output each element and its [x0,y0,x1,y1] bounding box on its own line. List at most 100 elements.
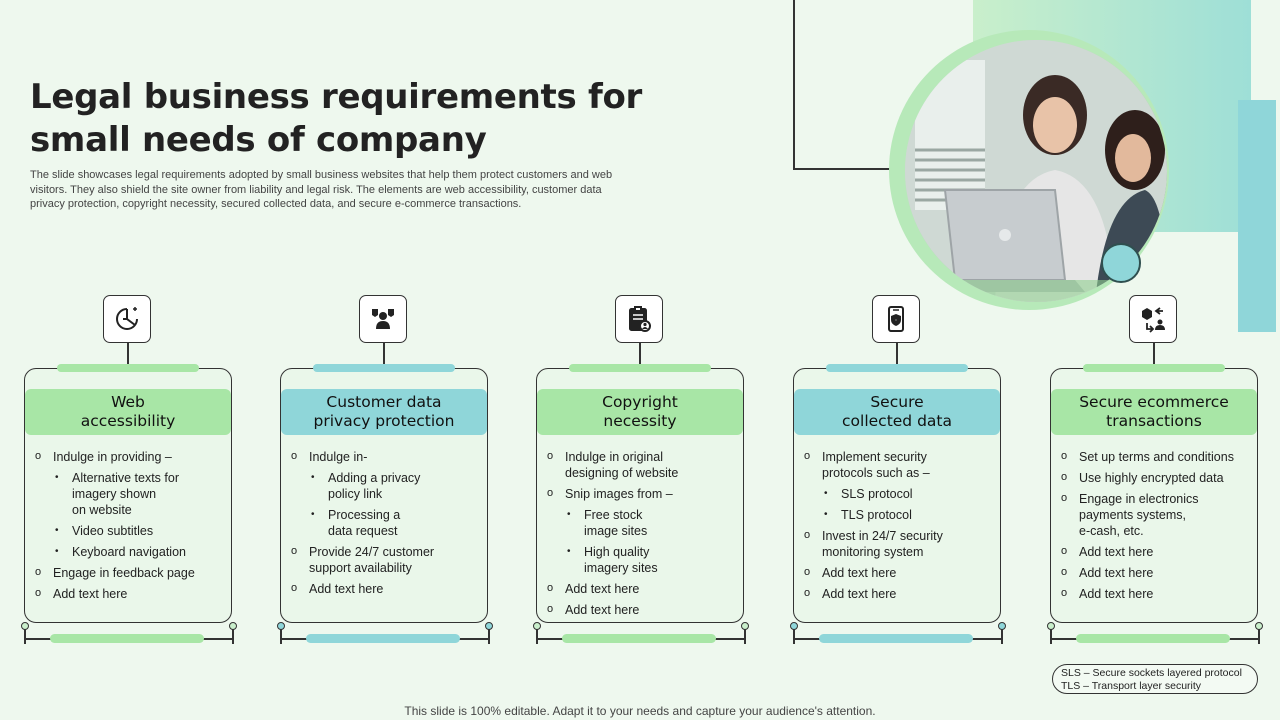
list-item: Engage in feedback page [35,564,225,581]
list-item: Add text here [804,585,994,602]
card-top-accent [569,364,711,372]
baseline-tick [232,626,234,644]
heading-line: Secure ecommerce [1079,393,1229,411]
title-line-1: Legal business requirements for [30,77,642,117]
baseline-dot [533,622,541,630]
card-bottom-accent [562,634,716,643]
card-bottom-accent [50,634,204,643]
heading-line: Customer data [326,393,442,411]
connector-line [1153,343,1155,368]
heading-line: Web [111,393,145,411]
baseline-dot [229,622,237,630]
list-item: Snip images from – [547,485,737,502]
legend-line: TLS – Transport layer security [1061,680,1202,692]
baseline-tick [280,626,282,644]
baseline-tick [1001,626,1003,644]
heading-line: Copyright [602,393,678,411]
list-item: Add text here [35,585,225,602]
baseline-dot [21,622,29,630]
card-bottom-accent [306,634,460,643]
phone-shield-icon [872,295,920,343]
baseline-dot [485,622,493,630]
card-item-list: Indulge in providing – Alternative texts… [35,448,225,607]
slide-footer-note: This slide is 100% editable. Adapt it to… [404,704,876,718]
accessibility-pie-icon [103,295,151,343]
card-top-accent [1083,364,1225,372]
abbreviation-legend: SLS – Secure sockets layered protocol TL… [1052,664,1258,694]
baseline-dot [277,622,285,630]
baseline-dot [741,622,749,630]
clipboard-user-icon [615,295,663,343]
list-item: Add text here [547,601,737,618]
list-item: Add text here [1061,585,1251,602]
baseline-dot [998,622,1006,630]
baseline-dot [1047,622,1055,630]
heading-line: privacy protection [313,412,455,430]
list-item: Indulge in providing – [35,448,225,465]
baseline-tick [536,626,538,644]
package-exchange-icon [1129,295,1177,343]
baseline-dot [1255,622,1263,630]
baseline-tick [1258,626,1260,644]
list-item: Add text here [1061,543,1251,560]
baseline-tick [1050,626,1052,644]
card-top-accent [826,364,968,372]
card-item-list: Set up terms and conditions Use highly e… [1061,448,1251,607]
list-item: Add text here [291,580,481,597]
connector-line [639,343,641,368]
connector-line [127,343,129,368]
baseline-tick [793,626,795,644]
card-top-accent [57,364,199,372]
heading-line: accessibility [80,412,176,430]
list-item: Add text here [1061,564,1251,581]
decorative-side-bar [1238,100,1276,332]
slide-description: The slide showcases legal requirements a… [30,169,613,210]
list-item: Add text here [804,564,994,581]
list-item: Add text here [547,580,737,597]
list-item: SLS protocol [804,486,994,502]
heading-line: collected data [842,412,952,430]
decorative-dot [1101,243,1141,283]
photo-illustration [905,40,1167,302]
heading-line: transactions [1106,412,1202,430]
list-item: Indulge in- [291,448,481,465]
baseline-tick [744,626,746,644]
heading-line: necessity [603,412,677,430]
slide-title: Legal business requirements for small ne… [30,76,670,162]
connector-line [383,343,385,368]
connector-line [896,343,898,368]
card-bottom-accent [819,634,973,643]
heading-line: Secure [870,393,924,411]
card-top-accent [313,364,455,372]
list-item: Video subtitles [35,523,225,539]
card-bottom-accent [1076,634,1230,643]
list-item: TLS protocol [804,507,994,523]
user-privacy-icon [359,295,407,343]
list-item: Set up terms and conditions [1061,448,1251,465]
